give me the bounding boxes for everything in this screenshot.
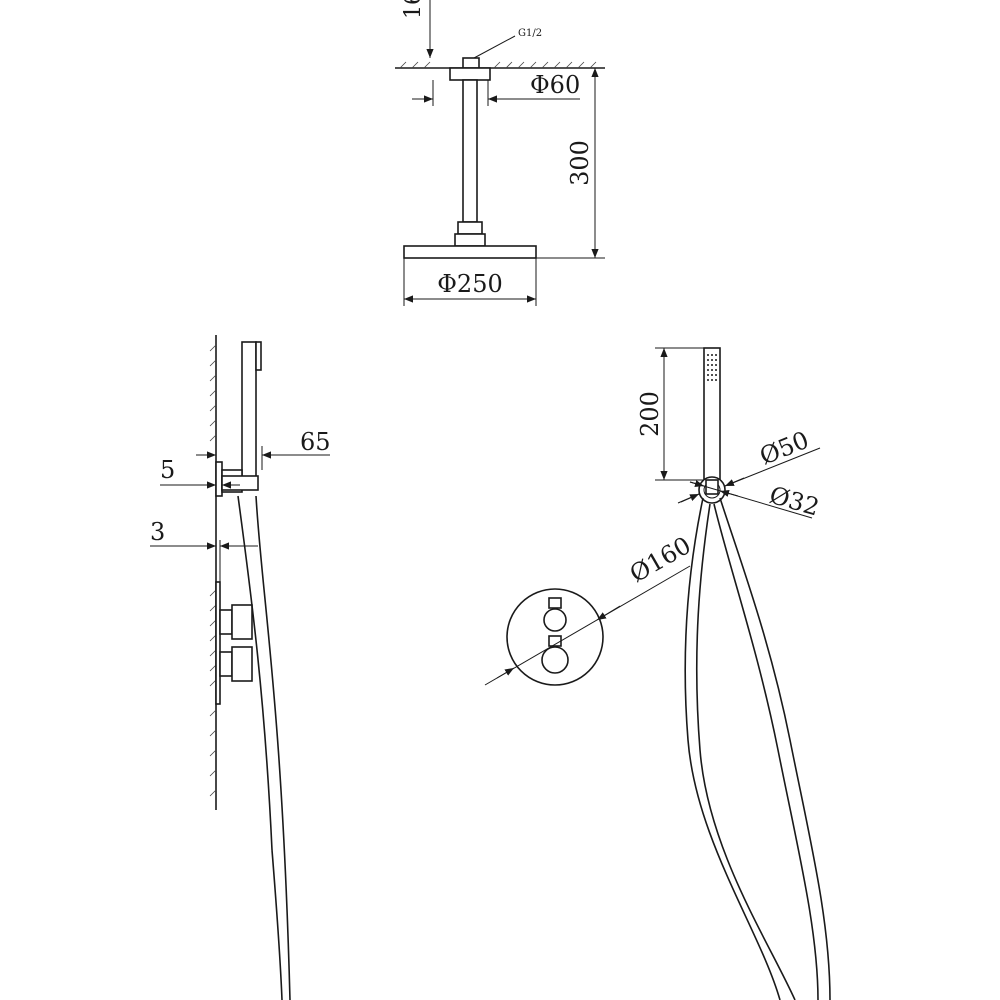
dim-160-arrow-left [496,667,515,679]
dim-50-label: Ø50 [756,426,813,471]
valve-plate-side [215,581,221,705]
dim-32-arrow-right [719,489,739,497]
thread-stub [462,57,480,69]
dim-32-arrow-left [689,480,705,487]
dim-32-label: Ø32 [766,481,822,522]
hose-front-inner-left [695,503,796,1000]
shower-arm-pipe [462,79,478,223]
dim-160-arrow-right [596,605,621,621]
dim-50-arrow-right [724,477,745,487]
handle-top-stub [548,597,562,609]
dim-200-label: 200 [636,391,664,437]
hose-side-tail [271,849,283,1000]
dim-160-label: Ø160 [625,531,696,588]
dim-5-label: 5 [160,456,175,484]
thread-leader [473,35,516,59]
handle-upper-stem [219,609,233,635]
handshower-front [703,347,721,481]
front-view-assembly: 200 Ø50 Ø32 Ø160 [484,347,831,1000]
dim-16-label: 16 [401,0,426,19]
dim-60-label: Φ60 [530,71,580,99]
hose-outlet [221,475,259,491]
ceiling-shower-assembly: 16 G1/2 Φ60 300 Φ250 [395,0,605,306]
handshower-side [241,341,257,485]
head-connector [454,233,486,247]
handle-lower-stem [219,651,233,677]
handshower-spray-face [255,341,262,371]
thread-label: G1/2 [518,28,542,39]
arm-connector [457,221,483,235]
shower-head-plate [403,245,537,259]
holder-plate [215,461,223,497]
dim-50-arrow-left [680,493,700,503]
spray-nozzles [707,354,717,381]
dim-250-label: Φ250 [437,270,502,298]
dim-65-label: 65 [300,428,331,456]
hose-front-left [684,497,781,1000]
handle-upper [231,604,253,640]
hose-front-right [719,497,831,1000]
wall-hatch [209,344,217,797]
side-view-assembly: 65 5 3 [150,335,331,1000]
dim-160-leader [484,565,691,686]
handle-top [543,608,567,632]
hose-front-inner-right [713,503,819,1000]
dim-300-label: 300 [566,140,594,186]
ceiling-flange [449,67,491,81]
dim-32-leader [689,481,813,519]
hose-side-right [255,495,291,1000]
ceiling-hatch [399,61,597,69]
handle-bottom [541,646,569,674]
handle-lower [231,646,253,682]
dim-3-label: 3 [150,518,165,546]
hose-side-left [237,495,273,851]
